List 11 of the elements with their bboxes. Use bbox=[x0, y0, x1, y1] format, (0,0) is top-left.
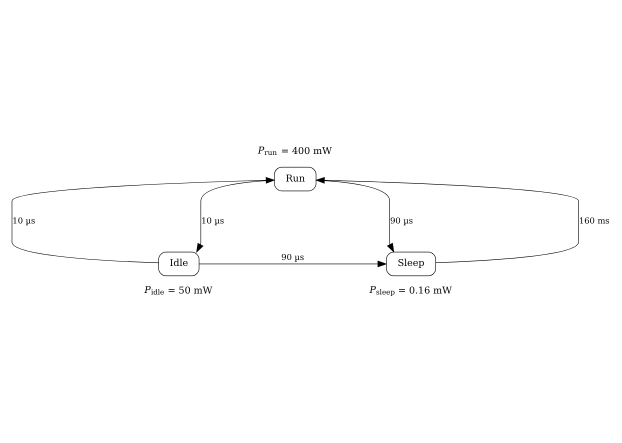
node-box: Idle bbox=[158, 252, 200, 276]
edge-label: 10 µs bbox=[12, 216, 36, 226]
edge-label: 10 µs bbox=[201, 216, 224, 226]
arrow bbox=[198, 260, 388, 268]
node-box: Sleep bbox=[386, 252, 436, 276]
edge-label: 90 µs bbox=[281, 252, 304, 262]
node-box: Run bbox=[274, 166, 316, 192]
arrow bbox=[12, 177, 276, 264]
edge-label: 90 µs bbox=[390, 216, 413, 226]
edge-label: 160 ms bbox=[578, 216, 610, 226]
arrow bbox=[315, 177, 579, 264]
